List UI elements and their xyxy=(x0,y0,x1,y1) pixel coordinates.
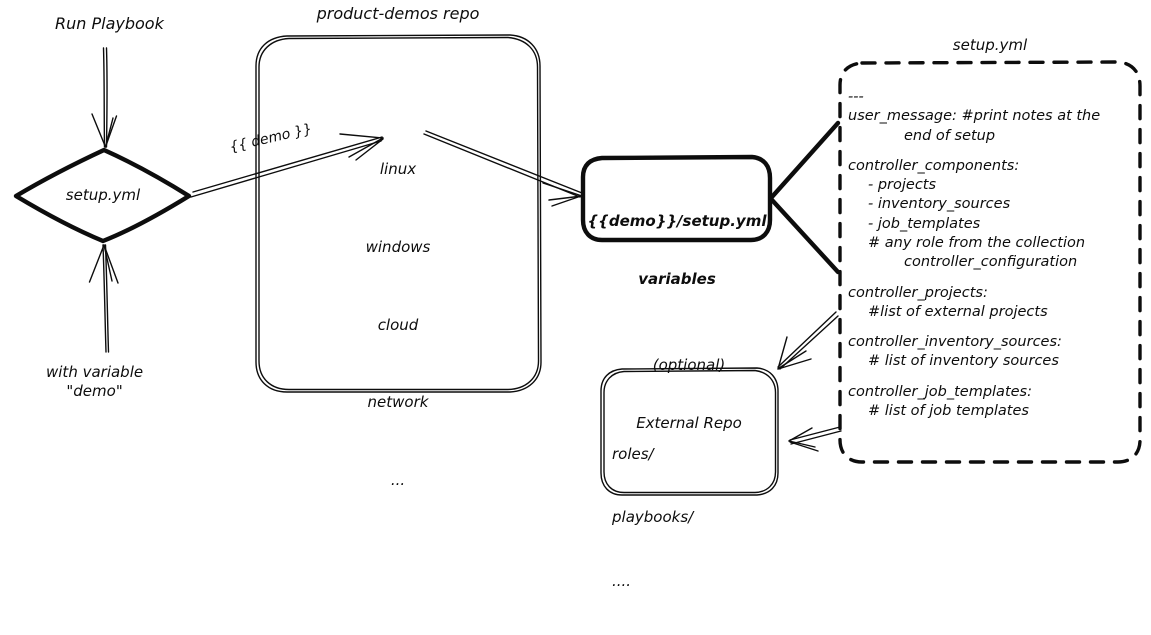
arrow-run-playbook xyxy=(91,47,118,148)
repo-item: network xyxy=(367,393,429,412)
repo-item: windows xyxy=(365,237,431,256)
product-demos-repo-shape xyxy=(255,34,542,393)
setup-yml-line: end of setup xyxy=(904,127,996,144)
arrow-with-variable xyxy=(88,244,119,353)
variables-box-line-2: variables xyxy=(638,269,716,288)
setup-yml-decision-label: setup.yml xyxy=(65,186,141,204)
setup-yml-line: user_message: #print notes at the xyxy=(848,108,1101,125)
diagram-vector-layer: .s-thin{fill:none;stroke:#0d0d0d;stroke-… xyxy=(13,34,1142,496)
setup-yml-line: #list of external projects xyxy=(868,303,1048,320)
repo-item: ... xyxy=(390,470,406,489)
setup-yml-line: controller_job_templates: xyxy=(848,383,1032,400)
setup-yml-panel-title: setup.yml xyxy=(952,36,1028,54)
setup-yml-line: - inventory_sources xyxy=(868,196,1011,213)
repo-item: linux xyxy=(379,160,417,179)
setup-yml-line: - job_templates xyxy=(868,215,981,232)
setup-yml-blank-line xyxy=(848,322,1140,333)
setup-yml-blank-line xyxy=(848,372,1140,383)
external-repo-item: .... xyxy=(612,572,632,591)
variables-box-line-1: {{demo}}/setup.yml xyxy=(587,212,767,231)
external-repo-item: roles/ xyxy=(612,444,654,463)
external-repo-item: playbooks/ xyxy=(612,508,694,527)
setup-yml-line: controller_projects: xyxy=(848,284,988,301)
external-repo-title: (optional) External Repo xyxy=(600,318,778,472)
arrow-projects-to-external-repo xyxy=(777,311,839,370)
external-repo-title-line-1: (optional) xyxy=(652,356,726,375)
external-repo-title-line-2: External Repo xyxy=(636,413,742,432)
setup-yml-line: controller_configuration xyxy=(904,254,1078,271)
setup-yml-line: controller_inventory_sources: xyxy=(848,334,1062,351)
setup-yml-decision-shape xyxy=(13,147,192,244)
setup-yml-line: - projects xyxy=(868,177,937,194)
setup-yml-line: # list of inventory sources xyxy=(868,353,1059,370)
product-demos-repo-title: product-demos repo xyxy=(316,4,480,23)
repo-item: cloud xyxy=(377,315,419,334)
setup-yml-line: # any role from the collection xyxy=(868,234,1086,251)
variables-box-shape xyxy=(580,154,773,243)
setup-yml-line: controller_components: xyxy=(848,157,1020,174)
setup-yml-line: --- xyxy=(848,89,864,105)
connector-panel-to-variables xyxy=(768,120,841,275)
external-repo-item-list: roles/ playbooks/ .... xyxy=(612,401,693,635)
setup-yml-blank-line xyxy=(848,273,1140,284)
external-repo-shape xyxy=(600,367,779,496)
with-variable-label: with variable "demo" xyxy=(46,363,144,401)
setup-yml-blank-line xyxy=(848,146,1140,157)
run-playbook-label: Run Playbook xyxy=(55,14,164,33)
variables-box-label: {{demo}}/setup.yml variables xyxy=(586,174,768,328)
arrow-demo-to-linux xyxy=(190,133,384,198)
setup-yml-panel-body: --- user_message: #print notes at the end … xyxy=(848,88,1140,421)
setup-yml-panel-shape xyxy=(838,60,1142,464)
diagram-canvas: .s-thin{fill:none;stroke:#0d0d0d;stroke-… xyxy=(13,4,1142,591)
setup-yml-line: # list of job templates xyxy=(868,402,1029,419)
arrow-job-templates-to-external-repo xyxy=(788,426,842,452)
product-demos-repo-item-list: linux windows cloud network ... xyxy=(255,122,541,528)
arrow-linux-to-variables xyxy=(423,130,583,207)
